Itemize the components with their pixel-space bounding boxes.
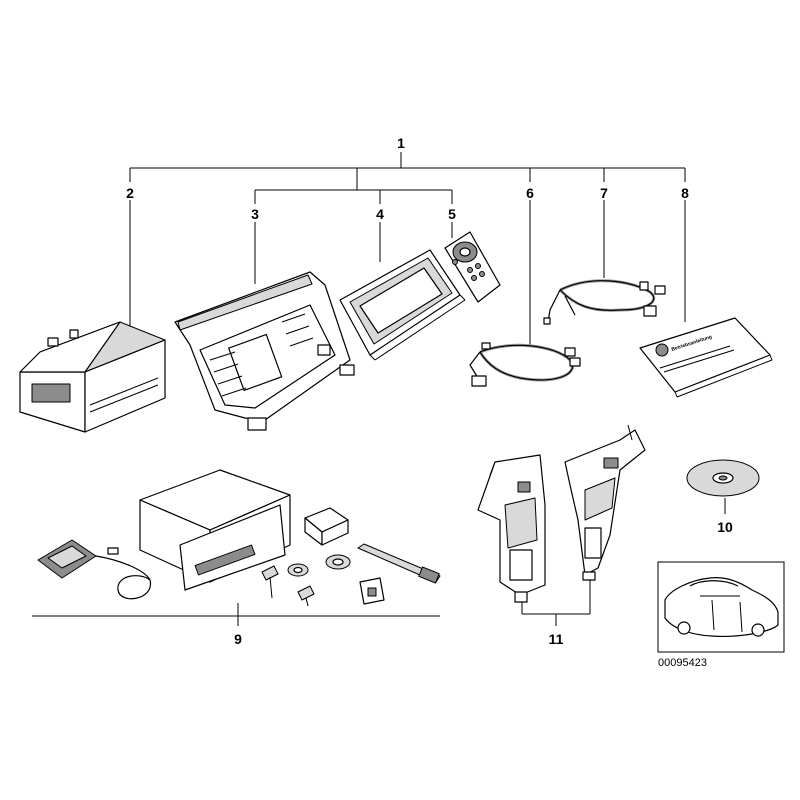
- cd-disc-part: [686, 459, 760, 497]
- leader-lines: [32, 152, 726, 626]
- owners-manual-part: Betriebsanleitung: [639, 317, 773, 398]
- wiring-harness-7-part: [543, 279, 666, 325]
- wiring-harness-6-part: [469, 342, 581, 387]
- callout-5: 5: [448, 206, 456, 222]
- display-screen-part: [339, 249, 466, 361]
- callout-6: 6: [526, 185, 534, 201]
- vehicle-thumbnail: [657, 561, 785, 653]
- remote-control-part: [444, 231, 501, 303]
- navigation-unit-part: [19, 321, 166, 433]
- callout-1: 1: [397, 135, 405, 151]
- callout-9: 9: [234, 631, 242, 647]
- callout-7: 7: [600, 185, 608, 201]
- mounting-brackets-part: [477, 424, 646, 603]
- callouts: 1 2 3 4 5 6 7 8 9 10 11: [126, 135, 733, 647]
- callout-2: 2: [126, 185, 134, 201]
- drawing-number: 00095423: [658, 657, 707, 669]
- callout-4: 4: [376, 206, 384, 222]
- callout-8: 8: [681, 185, 689, 201]
- installation-kit-part: [37, 469, 441, 607]
- callout-10: 10: [717, 519, 733, 535]
- trim-panel-part: [174, 271, 355, 431]
- callout-3: 3: [251, 206, 259, 222]
- callout-11: 11: [549, 631, 564, 647]
